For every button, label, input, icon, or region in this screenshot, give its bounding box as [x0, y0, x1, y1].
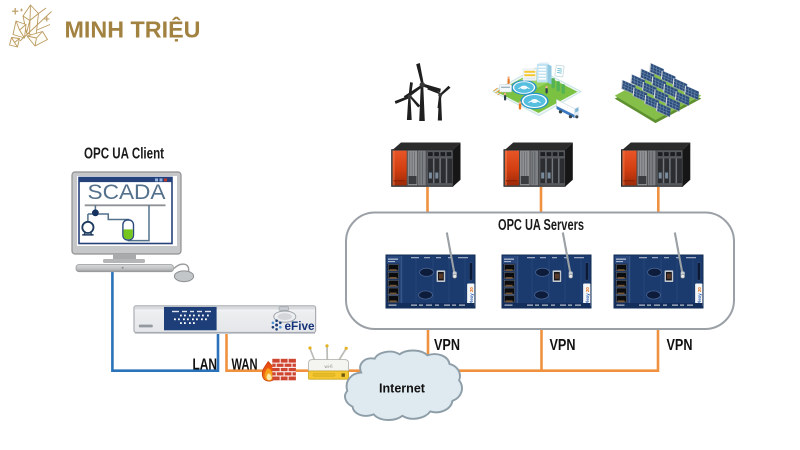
- svg-text:WAN: WAN: [232, 357, 258, 374]
- svg-text:OPC UA Servers: OPC UA Servers: [498, 217, 584, 234]
- svg-text:SCADA: SCADA: [88, 181, 166, 204]
- svg-text:eFive: eFive: [285, 319, 315, 333]
- svg-text:OPC UA Client: OPC UA Client: [84, 145, 164, 162]
- svg-text:LAN: LAN: [193, 357, 218, 374]
- svg-text:VPN: VPN: [434, 337, 460, 354]
- svg-text:Internet: Internet: [379, 380, 426, 395]
- svg-text:wi-fi: wi-fi: [325, 364, 333, 369]
- svg-text:VPN: VPN: [550, 337, 576, 354]
- svg-text:VPN: VPN: [667, 337, 693, 354]
- svg-text:MINH TRIỆU: MINH TRIỆU: [65, 15, 201, 42]
